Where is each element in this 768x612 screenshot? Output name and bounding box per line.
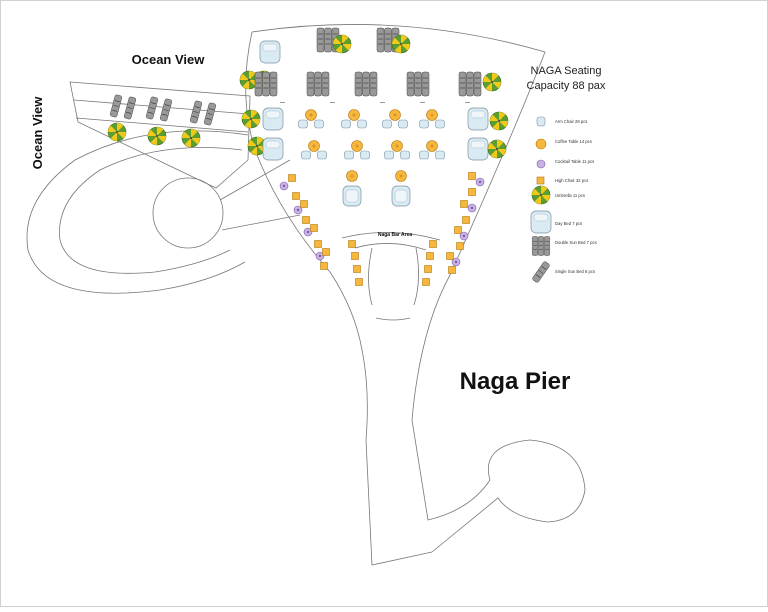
seating-title: NAGA Seating <box>531 65 602 77</box>
legend-arm-chair-icon <box>536 116 546 127</box>
bar-area-label: Naga Bar Area <box>378 232 412 238</box>
legend: Arm Chair 28 pcs Coffee Table 14 pcs Coc… <box>530 116 597 284</box>
legend-cocktail-table-icon <box>536 159 546 169</box>
ocean-view-side-label: Ocean View <box>30 96 45 170</box>
legend-day-bed-icon <box>530 210 552 234</box>
legend-label-high-chair: High Chair 32 pcs <box>555 178 588 183</box>
pier-outline <box>26 24 586 566</box>
legend-double-sun-bed-icon <box>531 236 551 256</box>
legend-label-coffee-table: Coffee Table 14 pcs <box>555 139 592 144</box>
pier-name-label: Naga Pier <box>460 368 571 395</box>
legend-label-umbrella: Umbrella 11 pcs <box>555 193 585 198</box>
legend-label-day-bed: Day Bed 7 pcs <box>555 221 582 226</box>
legend-label-double-sun-bed: Double Sun Bed 7 pcs <box>555 240 597 245</box>
legend-single-sun-bed-icon <box>531 260 551 284</box>
seating-capacity: Capacity 88 pax <box>527 80 606 92</box>
furniture-tags <box>280 102 470 103</box>
legend-label-cocktail-table: Cocktail Table 11 pcs <box>555 159 594 164</box>
legend-high-chair-icon <box>536 176 545 185</box>
ocean-view-top-label: Ocean View <box>132 52 206 67</box>
legend-coffee-table-icon <box>535 138 547 150</box>
legend-label-arm-chair: Arm Chair 28 pcs <box>555 119 587 124</box>
legend-umbrella-icon <box>531 185 551 205</box>
legend-label-single-sun-bed: Single Sun Bed 6 pcs <box>555 269 595 274</box>
